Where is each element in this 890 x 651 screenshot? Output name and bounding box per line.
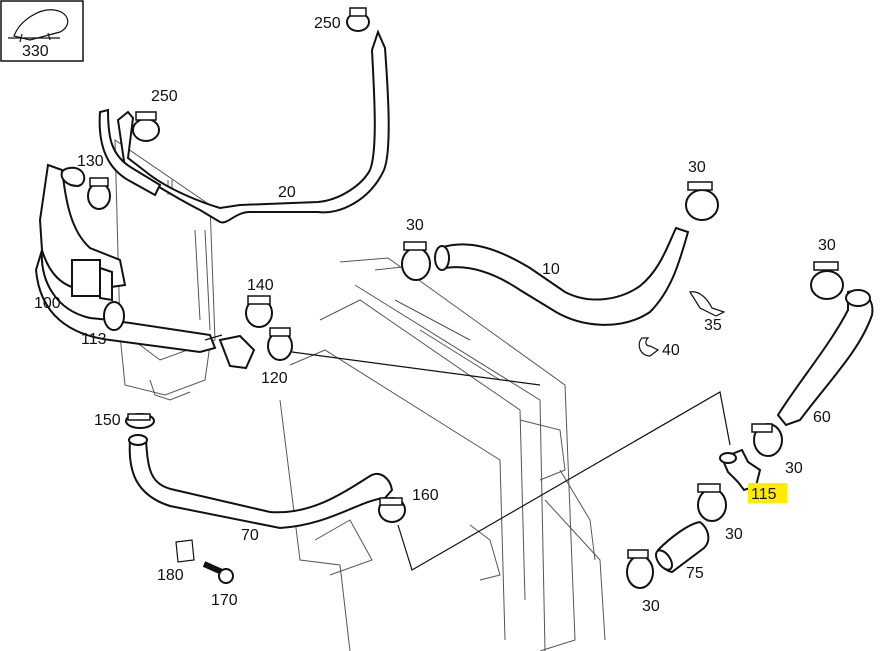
- bracket-35: [689, 291, 726, 317]
- label-10: 10: [542, 261, 560, 278]
- label-70: 70: [241, 527, 259, 544]
- clip-40: [638, 337, 660, 357]
- label-140: 140: [247, 277, 274, 294]
- label-115-highlight: [748, 483, 787, 503]
- clamp-30-c: [810, 261, 844, 300]
- label-30-a: 30: [406, 217, 424, 234]
- label-30-c: 30: [818, 237, 836, 254]
- clamp-130: [87, 177, 111, 210]
- label-75: 75: [686, 565, 704, 582]
- label-30-f: 30: [642, 598, 660, 615]
- label-35: 35: [704, 317, 722, 334]
- bolt-170: [202, 561, 234, 584]
- part-labels: 330 250 250 130 20 140 100 113 120 30 10…: [22, 15, 836, 615]
- label-160: 160: [412, 487, 439, 504]
- label-30-e: 30: [725, 526, 743, 543]
- label-170: 170: [211, 592, 238, 609]
- clamp-30-b: [685, 181, 719, 221]
- inset-box-330: [0, 0, 84, 62]
- hose-10: [434, 226, 690, 326]
- clamp-113: [103, 301, 125, 331]
- clamp-30-f: [626, 549, 654, 589]
- hose-20: [98, 29, 390, 224]
- clamp-160: [378, 497, 406, 523]
- label-330: 330: [22, 43, 49, 60]
- label-40: 40: [662, 342, 680, 359]
- label-250-top: 250: [314, 15, 341, 32]
- label-100: 100: [34, 295, 61, 312]
- label-60: 60: [813, 409, 831, 426]
- label-113: 113: [81, 331, 107, 348]
- hose-clamps: [87, 7, 844, 589]
- clamp-30-a: [401, 241, 431, 281]
- small-parts: [175, 291, 726, 584]
- clamp-30-d: [751, 423, 783, 457]
- hose-connector-120: [218, 334, 256, 370]
- hose-75: [655, 520, 710, 574]
- clamp-140: [245, 295, 273, 328]
- leader-lines: [204, 334, 731, 571]
- hose-70: [128, 434, 394, 530]
- label-130: 130: [77, 153, 104, 170]
- label-150: 150: [94, 412, 121, 429]
- clamp-250-top: [346, 7, 370, 32]
- radiator: [279, 257, 606, 651]
- clamp-120: [267, 327, 293, 361]
- label-180: 180: [157, 567, 184, 584]
- label-120: 120: [261, 370, 288, 387]
- hose-100: [34, 163, 217, 354]
- label-30-d: 30: [785, 460, 803, 477]
- label-250-left: 250: [151, 88, 178, 105]
- label-20: 20: [278, 184, 296, 201]
- label-115: 115: [751, 486, 777, 503]
- hose-60: [776, 289, 874, 427]
- clamp-150: [125, 413, 155, 429]
- clamp-30-e: [697, 483, 727, 522]
- label-30-b: 30: [688, 159, 706, 176]
- clamp-250-left: [132, 111, 160, 142]
- clip-180: [175, 539, 195, 563]
